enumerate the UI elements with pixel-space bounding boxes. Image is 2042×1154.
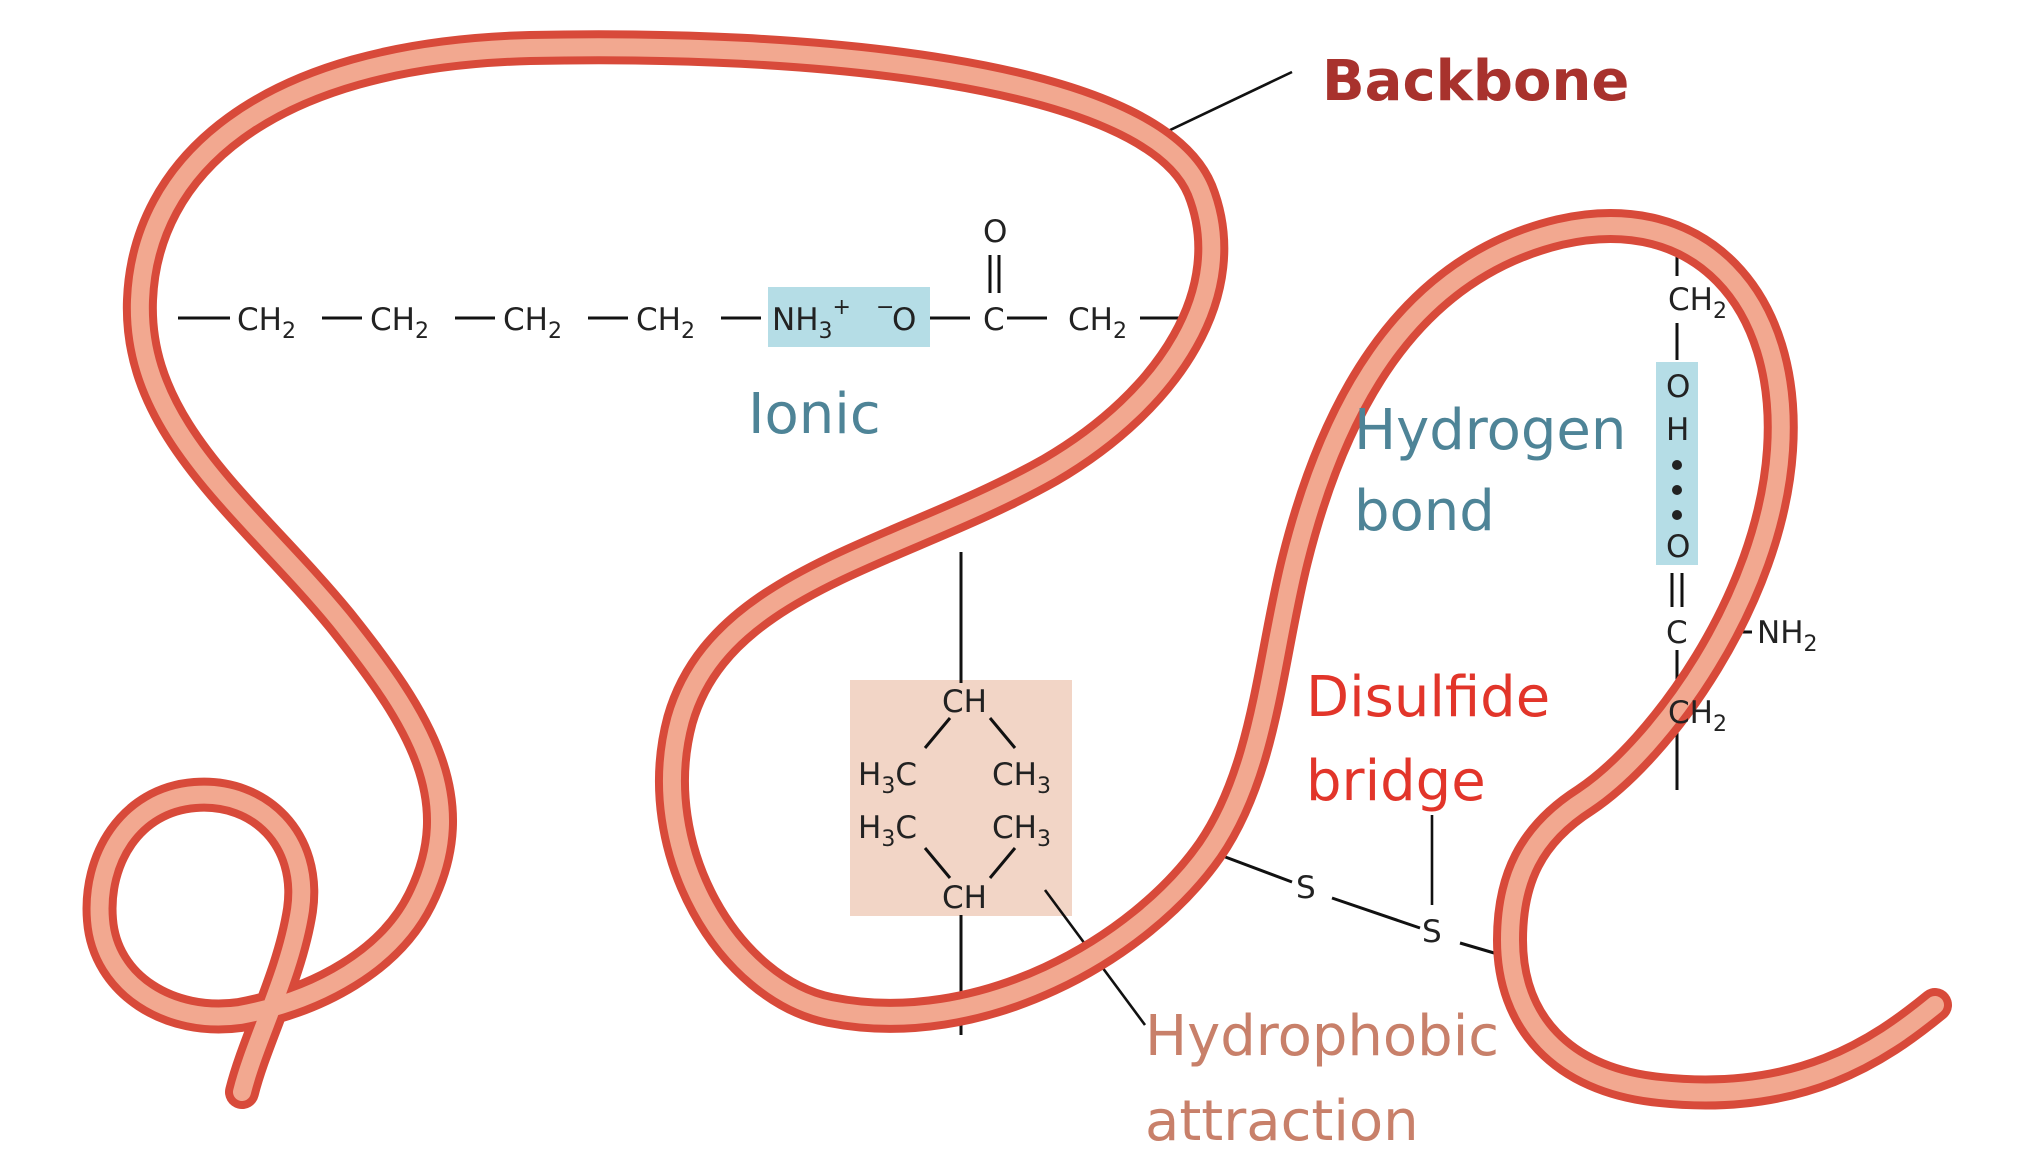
- hbond-dot-1: [1672, 460, 1682, 470]
- disulfide-s2: S: [1422, 914, 1442, 950]
- hydro-h3c-2: H3C: [858, 810, 917, 852]
- hbond-dot-2: [1672, 485, 1682, 495]
- hbond-o-top: O: [1666, 369, 1690, 405]
- disulfide-label-line1: Disulfide: [1306, 665, 1550, 730]
- ionic-carbonyl-c: C: [983, 302, 1005, 338]
- ionic-ch2-1: CH2: [237, 302, 296, 344]
- ionic-nh3-plus: NH3+: [772, 295, 851, 344]
- hydrophobic-group: CH H3C CH3 H3C CH3 CH: [858, 684, 1051, 916]
- ionic-ch2-5: CH2: [1068, 302, 1127, 344]
- ionic-bond-chain: CH2 CH2 CH2 CH2 NH3+ − O C O CH2: [237, 214, 1127, 344]
- hydrogen-bond-label-line2: bond: [1354, 479, 1495, 544]
- hydro-ch-bottom: CH: [942, 880, 987, 916]
- labels: Backbone Ionic Hydrogen bond Disulfide b…: [748, 49, 1629, 1154]
- hydro-h3c-1: H3C: [858, 757, 917, 799]
- protein-backbone: [82, 30, 1952, 1110]
- hydrogen-bond-chain: CH2 O H O C NH2 CH2: [1666, 282, 1818, 737]
- ionic-o-minus: O: [892, 302, 916, 338]
- backbone-label: Backbone: [1322, 49, 1629, 114]
- disulfide-label-line2: bridge: [1306, 749, 1486, 814]
- ionic-carbonyl-o: O: [983, 214, 1007, 250]
- hbond-ch2-top: CH2: [1668, 282, 1727, 324]
- hydrophobic-highlight: [850, 680, 1072, 916]
- hbond-nh2: NH2: [1757, 615, 1818, 657]
- hbond-h: H: [1666, 412, 1689, 448]
- ionic-ch2-4: CH2: [636, 302, 695, 344]
- disulfide-bridge-atoms: S S: [1296, 870, 1442, 950]
- ionic-bond-highlight: [768, 287, 930, 347]
- ionic-label: Ionic: [748, 382, 881, 447]
- ionic-ch2-2: CH2: [370, 302, 429, 344]
- hydro-ch-top: CH: [942, 684, 987, 720]
- hydrogen-bond-label-line1: Hydrogen: [1354, 398, 1626, 463]
- hydrophobic-label-line1: Hydrophobic: [1145, 1004, 1499, 1069]
- disulfide-s1: S: [1296, 870, 1316, 906]
- hydrophobic-label-line2: attraction: [1145, 1089, 1419, 1154]
- hydro-ch3-2: CH3: [992, 810, 1051, 852]
- hbond-c: C: [1666, 615, 1688, 651]
- hydro-ch3-1: CH3: [992, 757, 1051, 799]
- ionic-o-charge: −: [876, 295, 894, 320]
- hbond-dot-3: [1672, 510, 1682, 520]
- hbond-o-bottom: O: [1666, 529, 1690, 565]
- ionic-ch2-3: CH2: [503, 302, 562, 344]
- hbond-ch2-bottom: CH2: [1668, 695, 1727, 737]
- bond-lines: [178, 70, 1752, 1035]
